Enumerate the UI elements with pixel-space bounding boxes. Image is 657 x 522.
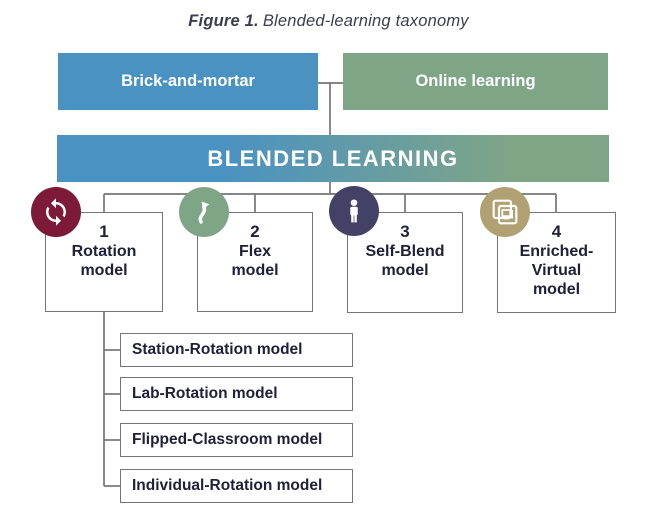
model-name: Self-Blend model: [365, 243, 445, 279]
model-number: 2: [250, 222, 260, 241]
enriched-virtual-model-box: 4 Enriched- Virtual model: [497, 212, 616, 313]
figure-caption: Blended-learning taxonomy: [262, 12, 469, 30]
model-number: 4: [551, 222, 562, 241]
virtual-screens-icon: [480, 187, 530, 237]
person-icon: [329, 186, 379, 236]
model-name: Flex model: [231, 243, 279, 279]
rotation-arrows-icon: [31, 187, 81, 237]
model-number: 1: [99, 222, 109, 241]
flipped-classroom-subbox: Flipped-Classroom model: [120, 423, 353, 457]
station-rotation-subbox: Station-Rotation model: [120, 333, 353, 367]
individual-rotation-subbox: Individual-Rotation model: [120, 469, 353, 503]
flex-curved-arrow-icon: [179, 187, 229, 237]
online-learning-box: Online learning: [343, 53, 608, 110]
figure-title: Figure 1.Blended-learning taxonomy: [0, 12, 657, 31]
figure-label: Figure 1.: [188, 12, 259, 30]
model-name: Rotation model: [71, 243, 137, 279]
model-name: Enriched- Virtual model: [519, 243, 594, 298]
model-number: 3: [400, 222, 410, 241]
brick-and-mortar-box: Brick-and-mortar: [58, 53, 318, 110]
blended-learning-banner: BLENDED LEARNING: [57, 135, 609, 182]
lab-rotation-subbox: Lab-Rotation model: [120, 377, 353, 411]
